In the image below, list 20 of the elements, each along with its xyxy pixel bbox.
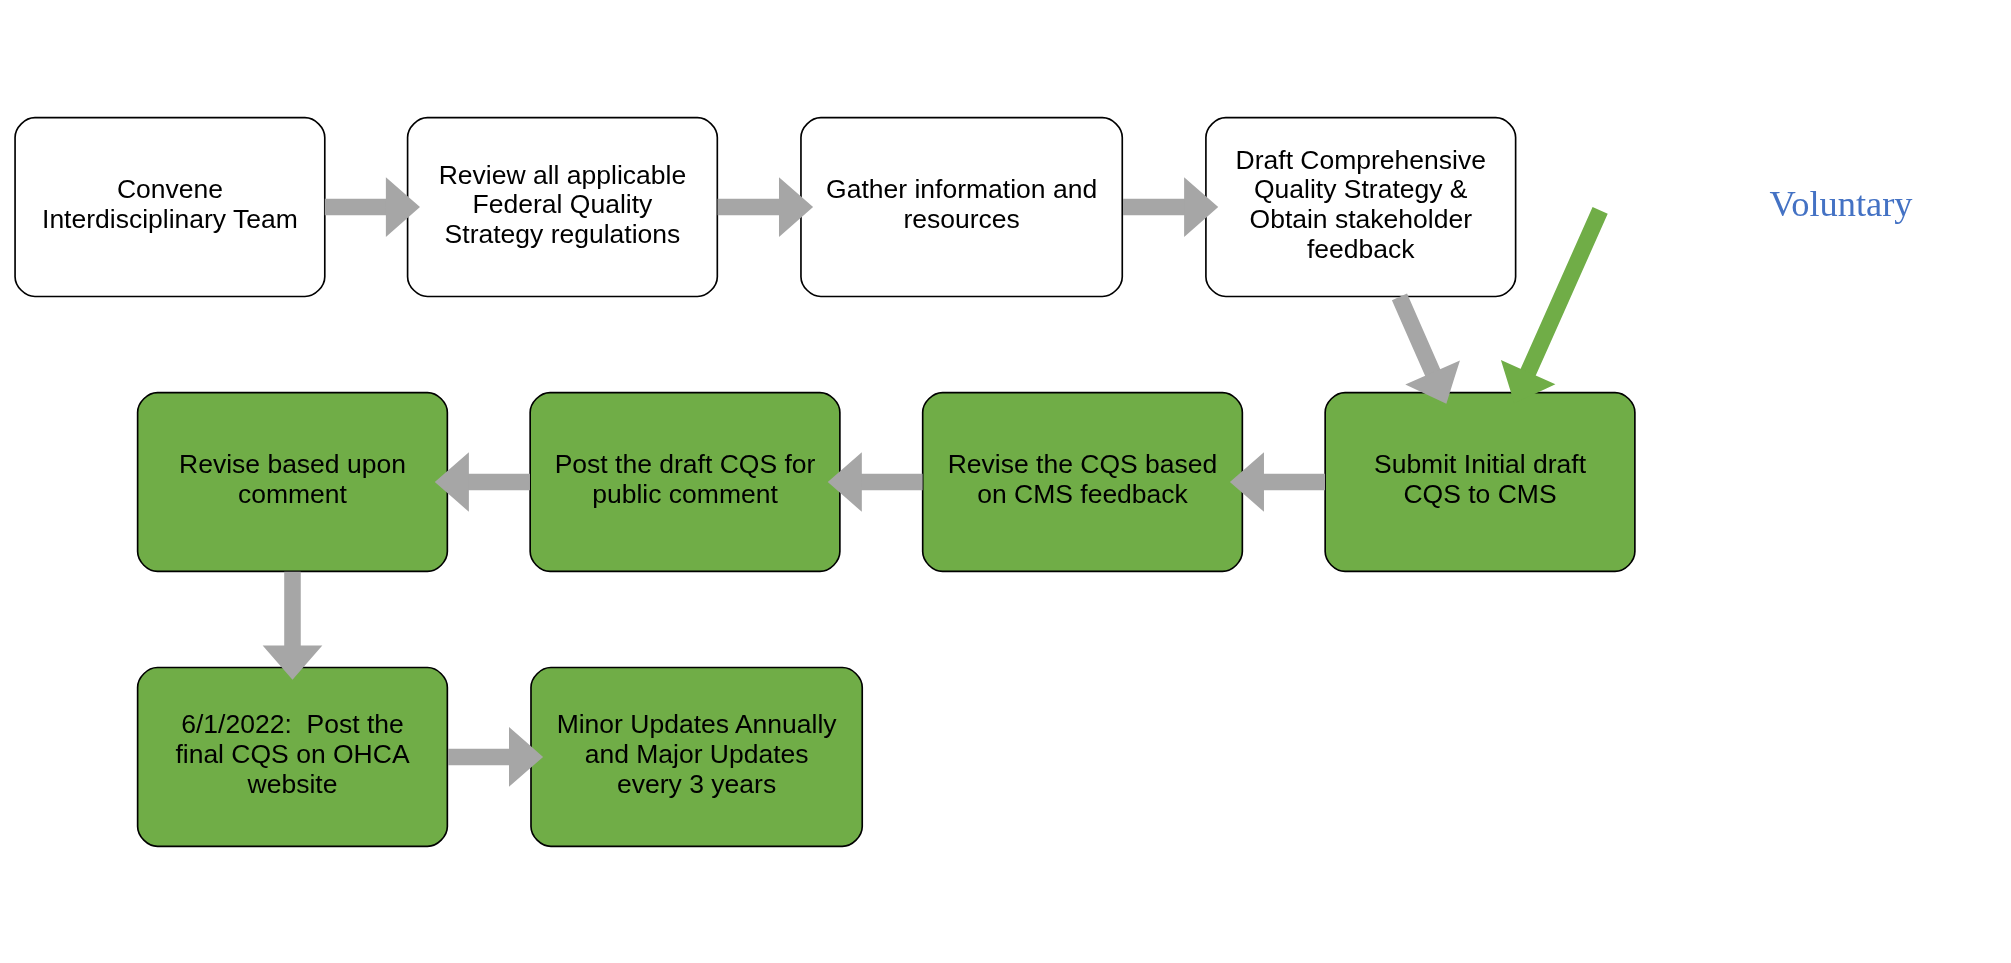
arrow xyxy=(434,451,530,512)
arrow xyxy=(827,451,923,512)
node-box: Minor Updates Annually and Major Updates every 3 years xyxy=(530,666,864,847)
arrow xyxy=(1123,176,1219,237)
node-box: Convene Interdisciplinary Team xyxy=(14,116,326,297)
node-box: Post the draft CQS for public comment xyxy=(529,391,841,572)
node-box: 6/1/2022: Post the final CQS on OHCA website xyxy=(136,666,449,847)
arrow xyxy=(1391,293,1460,404)
arrow xyxy=(447,726,544,787)
node-box: Gather information and resources xyxy=(800,116,1124,297)
arrow xyxy=(717,176,814,237)
arrow xyxy=(324,176,420,237)
node-box: Submit Initial draft CQS to CMS xyxy=(1324,391,1636,572)
node-box: Revise the CQS based on CMS feedback xyxy=(921,391,1244,572)
label: Voluntary xyxy=(1769,183,1913,224)
node-box: Revise based upon comment xyxy=(136,391,449,572)
arrow xyxy=(1229,451,1326,512)
node-box: Draft Comprehensive Quality Strategy & Obtain stakeholder feedback xyxy=(1205,116,1517,297)
arrow xyxy=(262,571,323,680)
node-box: Review all applicable Federal Quality Strategy regulations xyxy=(406,116,719,297)
